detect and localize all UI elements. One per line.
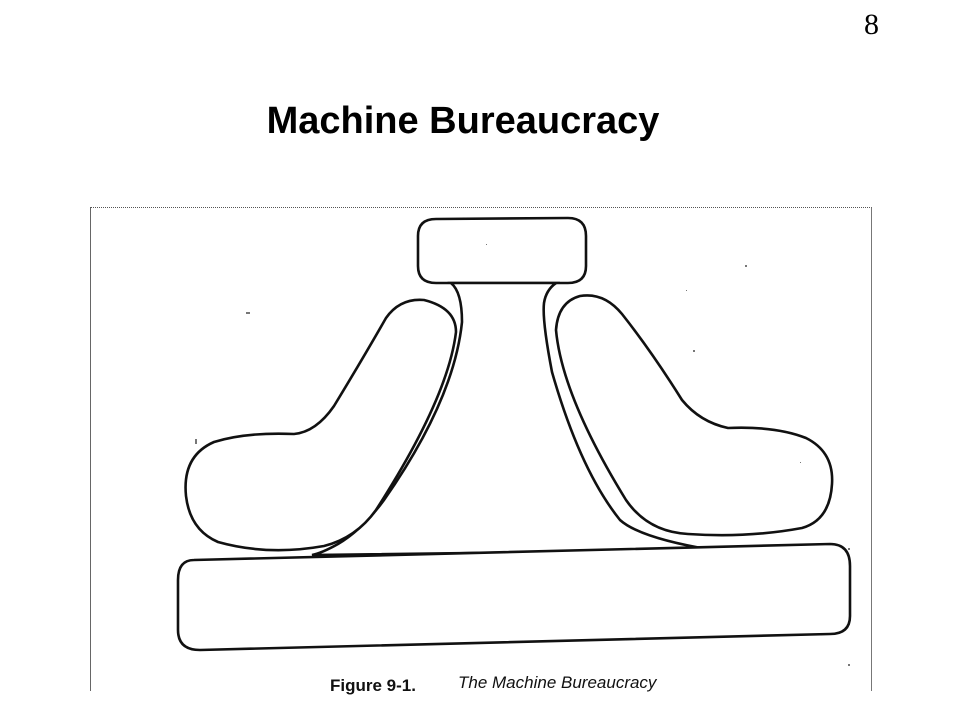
figure-label: Figure 9-1. [330,676,416,695]
operating-core [176,542,852,652]
page-number: 8 [864,8,879,41]
figure-caption: The Machine Bureaucracy [458,673,658,692]
technostructure [184,298,458,552]
support-staff [554,294,834,537]
strategic-apex [416,216,588,285]
slide-title: Machine Bureaucracy [266,100,660,142]
scan-specks [195,244,850,666]
